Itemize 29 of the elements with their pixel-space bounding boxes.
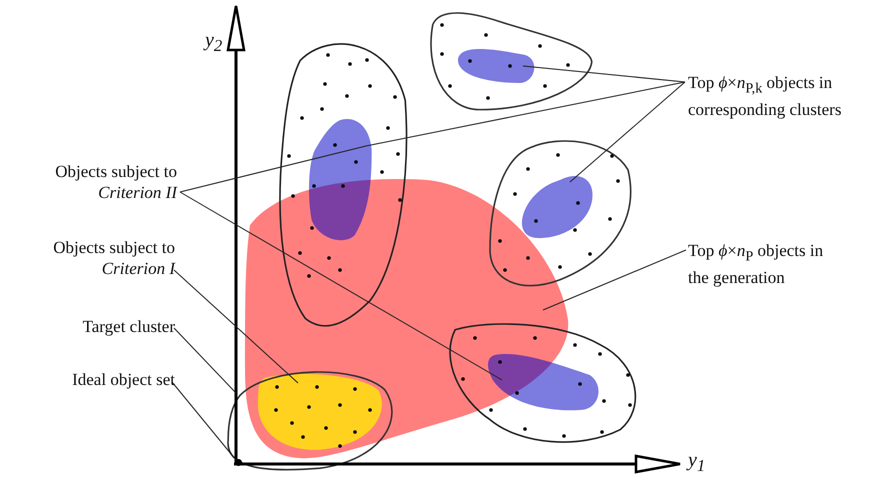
- leader-line: [542, 250, 686, 310]
- annotation-text: Objects subject to Criterion I: [52, 237, 175, 279]
- leader-line: [366, 82, 686, 146]
- cluster-outline: [226, 370, 394, 472]
- cluster-outline: [278, 42, 408, 328]
- annotation-text: Target cluster: [82, 316, 175, 337]
- origin-point: [234, 458, 242, 466]
- cluster-outline: [488, 139, 633, 288]
- axis-label: y$_{2}$: [205, 30, 222, 56]
- leader-line: [570, 82, 686, 182]
- annotation-text: Top ϕ×n$_{P,k}$ objects in corresponding clusters: [688, 72, 842, 120]
- axis-label: y$_{1}$: [688, 450, 706, 476]
- leader-line: [174, 328, 236, 394]
- target-blob: [256, 372, 384, 452]
- leader-line: [180, 192, 502, 380]
- cluster-outline: [448, 322, 638, 444]
- highlight-blob: [520, 174, 594, 240]
- population-region: [243, 176, 570, 460]
- highlight-blob: [456, 46, 536, 85]
- leader-line: [522, 66, 686, 82]
- highlight-blob: [486, 352, 601, 412]
- highlight-blob: [307, 116, 374, 242]
- leader-line: [172, 382, 236, 460]
- leader-line: [174, 270, 298, 384]
- leader-line: [180, 146, 366, 192]
- annotation-text: Objects subject to Criterion II: [54, 161, 177, 203]
- annotation-text: Ideal object set: [71, 369, 175, 390]
- annotation-text: Top ϕ×n$_{P}$ objects in the generation: [688, 240, 824, 288]
- cluster-outline: [429, 11, 594, 112]
